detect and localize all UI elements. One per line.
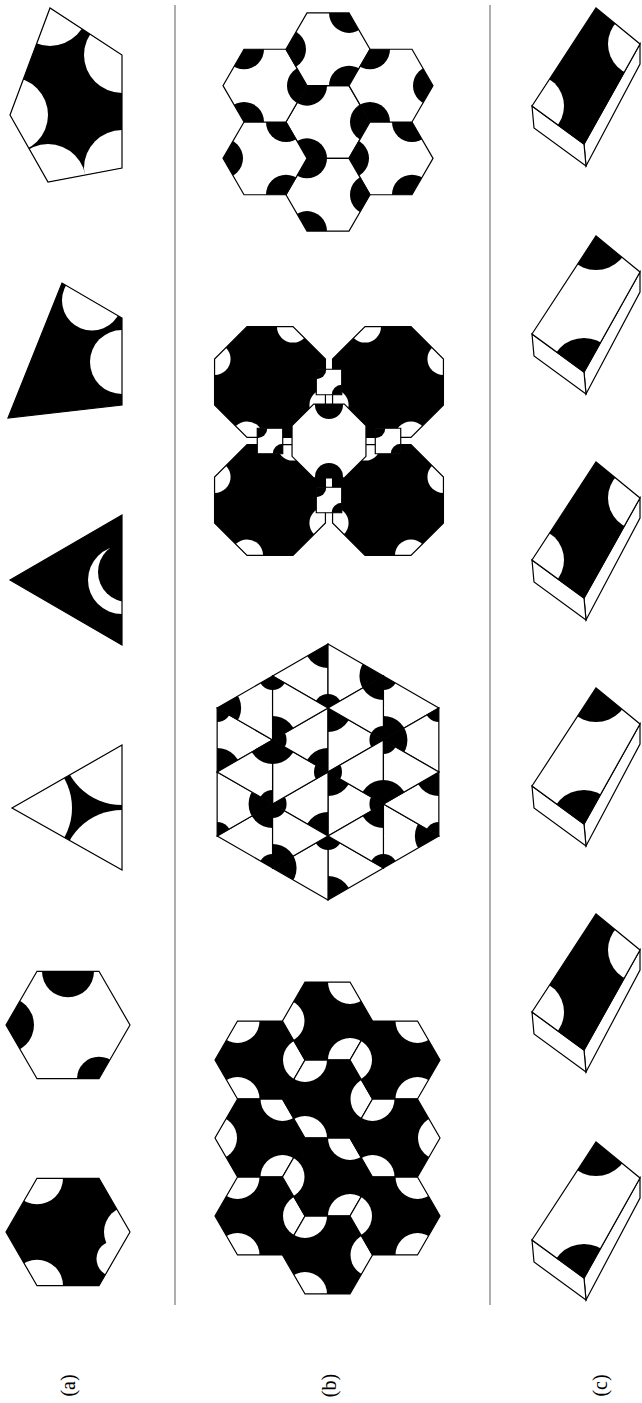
tile-outline bbox=[328, 740, 383, 804]
tile-outline bbox=[273, 804, 328, 868]
tile-outline bbox=[349, 49, 433, 122]
hexagon-tile bbox=[6, 1152, 156, 1311]
tile-outline bbox=[328, 676, 383, 740]
tile-outline bbox=[10, 515, 122, 645]
tile-outline bbox=[217, 676, 272, 740]
relief-top bbox=[532, 202, 640, 406]
tile-arc bbox=[12, 0, 88, 46]
tile-arc bbox=[0, 77, 48, 153]
tile-outline bbox=[316, 369, 341, 394]
tile-outline bbox=[273, 676, 328, 740]
relief-top bbox=[532, 1108, 640, 1312]
square-tile bbox=[365, 418, 410, 463]
tile-outline bbox=[532, 1142, 640, 1278]
tile-outline bbox=[532, 688, 640, 824]
tile-outline bbox=[532, 914, 640, 1050]
triangle-tile bbox=[359, 726, 438, 828]
tile-outline bbox=[532, 8, 640, 144]
tile-arc bbox=[315, 391, 343, 419]
tile-outline bbox=[223, 122, 307, 195]
square-tile bbox=[306, 359, 351, 404]
triangle-tile bbox=[10, 515, 158, 675]
relief-top bbox=[532, 654, 640, 858]
tile-outline bbox=[328, 804, 383, 868]
triangle-tile bbox=[0, 685, 182, 930]
pentagon-tile bbox=[0, 0, 160, 220]
tile-outline bbox=[6, 1178, 130, 1285]
hexagon-tile bbox=[261, 960, 373, 1082]
hexagon-tile bbox=[0, 945, 130, 1100]
tile-outline bbox=[6, 971, 130, 1078]
relief-top bbox=[500, 462, 642, 598]
relief-top bbox=[500, 914, 642, 1050]
triangle-tile bbox=[249, 662, 328, 764]
tile-face bbox=[532, 914, 640, 1050]
tile-outline bbox=[292, 404, 366, 478]
relief-top bbox=[500, 8, 642, 144]
tile-arc bbox=[98, 542, 158, 602]
panel-label: (c) bbox=[588, 1374, 611, 1396]
quad-tile bbox=[8, 271, 154, 419]
tile-outline bbox=[350, 1099, 440, 1177]
hexagon-tile bbox=[349, 29, 453, 142]
hexagon-tile bbox=[350, 1077, 462, 1199]
square-tile bbox=[247, 418, 292, 463]
tile-outline bbox=[12, 745, 122, 870]
hexagon-tile bbox=[203, 102, 307, 215]
tile-outline bbox=[316, 487, 341, 512]
tile-outline bbox=[10, 8, 122, 182]
tile-outline bbox=[217, 740, 272, 804]
octagon-tile bbox=[292, 391, 366, 491]
tile-arc bbox=[329, 0, 369, 33]
tile-outline bbox=[350, 1021, 440, 1099]
tile-arc bbox=[315, 463, 343, 491]
panel-label: (b) bbox=[318, 1373, 341, 1396]
hexagon-tile bbox=[328, 1155, 440, 1277]
tile-face bbox=[532, 462, 640, 598]
tile-outline bbox=[350, 1177, 440, 1255]
tile-outline bbox=[532, 462, 640, 598]
tile-outline bbox=[375, 428, 400, 453]
tile-outline bbox=[8, 283, 122, 418]
tile-outline bbox=[383, 740, 438, 804]
tile-face bbox=[532, 8, 640, 144]
panel-label: (a) bbox=[56, 1374, 79, 1396]
tile-outline bbox=[257, 428, 282, 453]
tile-outline bbox=[532, 236, 640, 372]
square-tile bbox=[306, 477, 351, 522]
hexagon-tile bbox=[328, 999, 440, 1121]
divider-line bbox=[174, 5, 175, 1305]
divider-line bbox=[489, 5, 490, 1305]
